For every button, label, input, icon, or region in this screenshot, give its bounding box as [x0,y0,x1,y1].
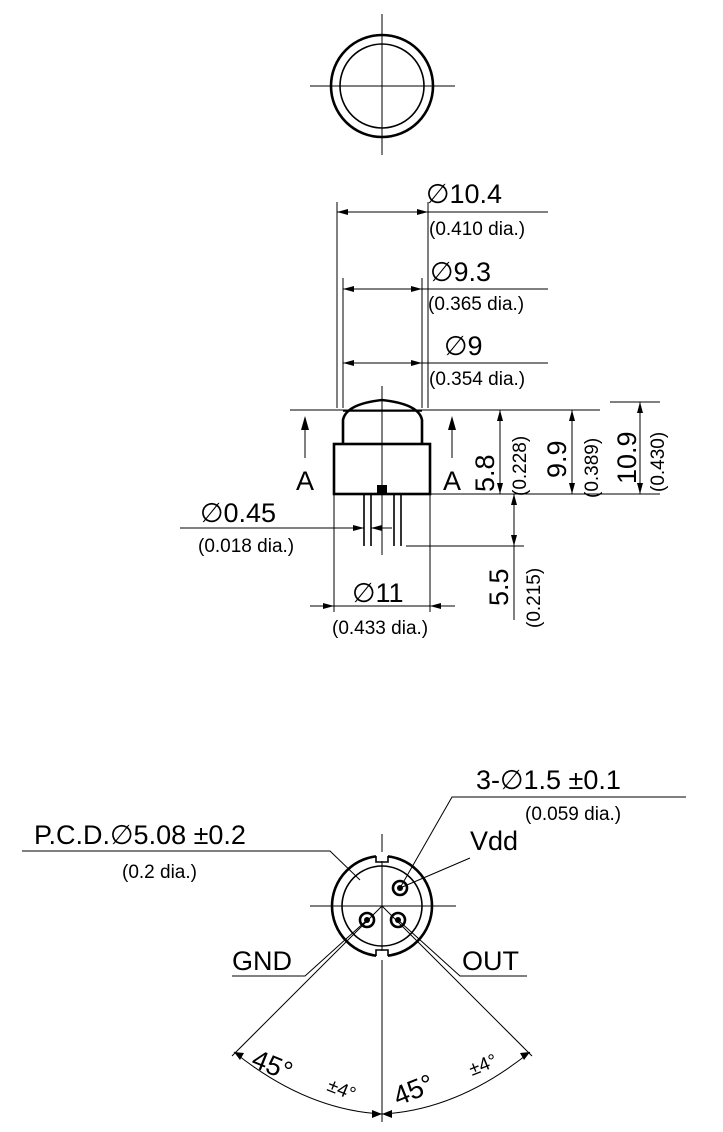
side-view: A A ∅10.4 (0.410 dia.) [180,179,669,639]
dim-cap-main: ∅10.4 [426,179,502,209]
dim-pin-main: ∅0.45 [200,498,276,528]
dim-window-main: ∅9.3 [430,257,491,287]
arrow [448,416,456,430]
leader-pcd [22,850,361,881]
arrow [353,525,364,531]
top-view-inner-circle [339,43,425,129]
dim-window-sub: (0.365 dia.) [428,294,524,315]
top-view [310,14,455,155]
leader-vdd [399,857,471,889]
section-label-left: A [296,466,314,496]
notch-top [375,856,389,863]
dim-flange-main: ∅11 [352,578,404,608]
top-view-outer-circle [329,33,435,139]
arrow [301,416,309,430]
pin-label-out: OUT [462,946,519,976]
bottom-view: 3-∅1.5 ±0.1 (0.059 dia.) P.C.D.∅5.08 ±0.… [22,765,686,1122]
arrow [569,410,575,421]
arrow [430,603,441,609]
angle-ray-left [231,905,383,1057]
dim-body-main: ∅9 [444,331,483,361]
angle-ray-right [381,905,533,1057]
tol-label-left: ±4° [324,1075,358,1105]
dim-lead-sub: (0.215) [524,568,545,628]
arrow [411,286,422,292]
dim-lead-main: 5.5 [484,568,514,606]
pin-out-circle [389,911,407,929]
arrow [343,286,354,292]
dim-height-b-sub: (0.389) [582,438,603,498]
pin-label-vdd: Vdd [470,826,518,856]
bottom-view-inner-circle [341,865,423,947]
arrow [520,1052,530,1060]
leader-out [397,919,527,977]
arrow [343,360,354,366]
arrow [497,410,503,421]
dim-height-a-main: 5.8 [470,454,500,492]
dim-cap-sub: (0.410 dia.) [429,219,525,240]
notch-bottom [375,949,389,956]
pin-label-gnd: GND [232,946,292,976]
pcd-main: P.C.D.∅5.08 ±0.2 [34,820,246,850]
arrow [411,360,422,366]
arrow [323,603,334,609]
dim-height-a-sub: (0.228) [510,436,531,496]
hole-spec-main: 3-∅1.5 ±0.1 [476,765,621,795]
arrow [337,209,348,215]
arrow [511,535,517,546]
arrow [637,402,643,413]
section-label-right: A [443,466,461,496]
leader-gnd [232,919,368,977]
arrow [497,483,503,494]
dim-height-c-main: 10.9 [612,431,642,484]
arrow [511,494,517,505]
arrow [371,525,382,531]
dim-pin-sub: (0.018 dia.) [198,536,294,557]
dim-height-c-sub: (0.430) [648,432,669,492]
dim-height-b-main: 9.9 [542,440,572,478]
pcd-sub: (0.2 dia.) [122,862,197,883]
leader-hole-spec [399,796,686,889]
notch-bottom-mask [376,951,388,960]
dim-flange-sub: (0.433 dia.) [332,618,428,639]
arrow [569,483,575,494]
dim-body-sub: (0.354 dia.) [429,369,525,390]
pin-gnd-circle [358,911,376,929]
hole-spec-sub: (0.059 dia.) [525,804,621,825]
arrow [234,1052,244,1060]
tol-label-right: ±4° [466,1050,500,1080]
angle-label-left: 45° [248,1044,297,1087]
arrow [637,483,643,494]
arrow [382,1110,392,1118]
arrow [372,1110,382,1118]
angle-label-right: 45° [389,1068,438,1111]
pin-vdd-circle [391,879,409,897]
arrow [417,209,428,215]
notch-top-mask [376,852,388,861]
